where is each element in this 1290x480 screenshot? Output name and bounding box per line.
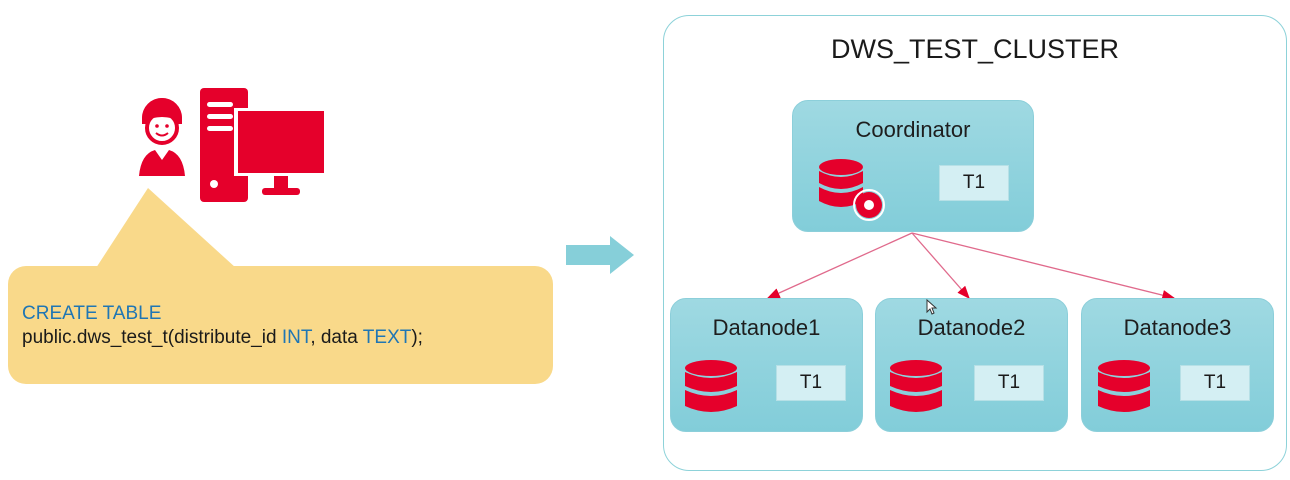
sql-definition-line: public.dws_test_t(distribute_id INT, dat… bbox=[22, 326, 423, 350]
desktop-computer-icon bbox=[200, 88, 326, 202]
datanode2-label: Datanode2 bbox=[917, 315, 1026, 340]
link-datanode1 bbox=[766, 232, 913, 299]
callout-tail bbox=[96, 188, 236, 268]
database-icon bbox=[685, 360, 737, 412]
cluster-title: DWS_TEST_CLUSTER bbox=[830, 34, 1120, 64]
sql-suffix: ); bbox=[411, 327, 423, 348]
coordinator-node: Coordinator T1 bbox=[792, 100, 1034, 232]
coordinator-label: Coordinator bbox=[855, 117, 971, 142]
database-icon bbox=[890, 360, 942, 412]
sql-type-text: TEXT bbox=[362, 327, 412, 348]
database-icon bbox=[1098, 360, 1150, 412]
right-arrow-icon bbox=[566, 236, 634, 274]
user-icon bbox=[139, 98, 185, 176]
datanode3-table-t1: T1 bbox=[1180, 365, 1250, 401]
datanode3-node: Datanode3 T1 bbox=[1081, 298, 1274, 432]
client-icons bbox=[139, 88, 326, 202]
database-gear-icon bbox=[819, 159, 885, 221]
sql-mid: , data bbox=[310, 327, 363, 348]
sql-keyword-line: CREATE TABLE bbox=[22, 303, 162, 324]
cluster-box bbox=[663, 15, 1287, 471]
link-datanode2 bbox=[911, 232, 970, 299]
sql-callout bbox=[8, 266, 553, 384]
coordinator-table-t1: T1 bbox=[939, 165, 1009, 201]
mouse-cursor-icon bbox=[926, 299, 938, 315]
datanode1-label: Datanode1 bbox=[712, 315, 821, 340]
sql-type-int: INT bbox=[281, 327, 311, 348]
datanode3-label: Datanode3 bbox=[1123, 315, 1232, 340]
datanode1-table-t1: T1 bbox=[776, 365, 846, 401]
link-datanode3 bbox=[911, 232, 1176, 301]
datanode2-table-t1: T1 bbox=[974, 365, 1044, 401]
sql-statement: CREATE TABLE public.dws_test_t(distribut… bbox=[22, 302, 423, 350]
datanode2-node: Datanode2 T1 bbox=[875, 298, 1068, 432]
datanode1-node: Datanode1 T1 bbox=[670, 298, 863, 432]
sql-prefix: public.dws_test_t(distribute_id bbox=[22, 327, 282, 348]
